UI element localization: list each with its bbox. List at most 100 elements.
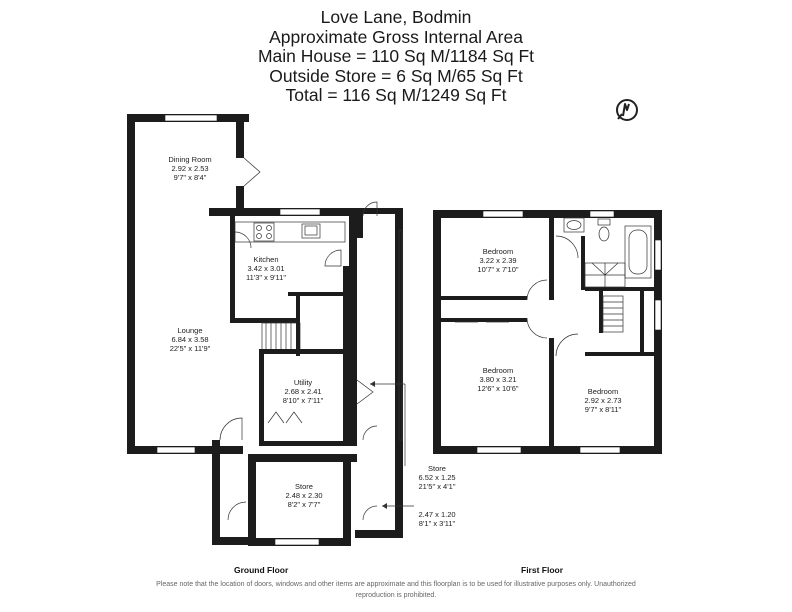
utility-name: Utility	[293, 378, 313, 387]
room-label-store-outside: Store 6.52 x 1.25 21'5" x 4'1"	[410, 464, 464, 491]
main-house-area: Main House = 110 Sq M/1184 Sq Ft	[257, 46, 535, 66]
kitchen-window	[279, 208, 321, 216]
store-ground-metric: 2.48 x 2.30	[285, 491, 323, 500]
room-label-store-ground: Store 2.48 x 2.30 8'2" x 7'7"	[274, 482, 334, 509]
store-outside-metric: 6.52 x 1.25	[418, 473, 456, 482]
bedroom2-door	[526, 317, 548, 339]
kitchen-worktop	[234, 221, 346, 243]
bathroom-window	[589, 210, 615, 218]
bathtub-icon	[624, 225, 652, 279]
dining-name: Dining Room	[168, 155, 212, 164]
cupboard-wall	[599, 291, 603, 333]
bedroom2-imperial: 12'6" x 10'6"	[477, 384, 519, 393]
first-north-wall	[433, 210, 662, 218]
store-small-imperial: 8'1" x 3'11"	[418, 519, 456, 528]
lounge-metric: 6.84 x 3.58	[171, 335, 209, 344]
bedroom1-name: Bedroom	[482, 247, 514, 256]
dining-window	[164, 114, 218, 122]
kitchen-name: Kitchen	[253, 255, 279, 264]
ground-floor-label: Ground Floor	[234, 565, 289, 575]
first-east-wall	[654, 210, 662, 454]
outside-store-door-middle	[362, 425, 378, 441]
first-floor-plan	[433, 210, 662, 454]
bedroom1-metric: 3.22 x 2.39	[479, 256, 517, 265]
bathroom-door	[555, 235, 579, 259]
store-ground-name: Store	[295, 482, 313, 491]
porch-west-wall	[212, 440, 220, 545]
room-label-utility: Utility 2.68 x 2.41 8'10" x 7'11"	[273, 378, 333, 405]
room-label-bedroom2: Bedroom 3.80 x 3.21 12'6" x 10'6"	[468, 366, 528, 393]
kitchen-sink-icon	[301, 223, 321, 239]
kitchen-imperial: 11'3" x 9'11"	[245, 273, 287, 282]
kitchen-south-wall	[230, 318, 300, 323]
store-outside-imperial: 21'5" x 4'1"	[418, 482, 456, 491]
hall-partition	[288, 292, 350, 296]
porch-door	[219, 417, 243, 441]
ground-west-wall	[127, 114, 135, 454]
kitchen-east-wall	[349, 208, 357, 266]
room-label-store-small: 2.47 x 1.20 8'1" x 3'11"	[410, 510, 464, 528]
east-window-upper	[654, 239, 662, 271]
room-label-dining: Dining Room 2.92 x 2.53 9'7" x 8'4"	[160, 155, 220, 182]
area-heading: Approximate Gross Internal Area	[269, 26, 523, 47]
bathroom-south-wall	[585, 287, 654, 291]
hob-icon	[253, 222, 275, 242]
bedroom2-east-wall	[549, 338, 554, 448]
room-label-kitchen: Kitchen 3.42 x 3.01 11'3" x 9'11"	[236, 255, 296, 282]
outside-store-north-wall	[355, 208, 403, 214]
dining-imperial: 9'7" x 8'4"	[173, 173, 207, 182]
kitchen-back-door	[324, 249, 342, 267]
store-outside-name: Store	[428, 464, 446, 473]
store-ground-imperial: 8'2" x 7'7"	[287, 500, 321, 509]
porch-store-door	[227, 501, 247, 521]
bedroom1-south-wall	[441, 296, 527, 300]
bedroom1-east-wall	[549, 218, 554, 300]
store-window	[274, 538, 320, 546]
room-label-bedroom3: Bedroom 2.92 x 2.73 9'7" x 8'11"	[573, 387, 633, 414]
central-spine-wall	[343, 266, 357, 446]
utility-imperial: 8'10" x 7'11"	[282, 396, 324, 405]
store-east-wall	[343, 454, 351, 546]
first-floor-stairs	[584, 262, 626, 333]
store-small-metric: 2.47 x 1.20	[418, 510, 456, 519]
outside-store-west-wall-top	[355, 208, 363, 238]
bedroom1-door	[526, 279, 548, 301]
lounge-window	[156, 446, 196, 454]
landing-east-wall	[640, 291, 644, 353]
kitchen-door	[234, 231, 252, 249]
dining-metric: 2.92 x 2.53	[171, 164, 209, 173]
outside-store-window	[398, 229, 403, 441]
store-west-wall	[248, 454, 256, 546]
utility-north-wall	[259, 349, 355, 354]
first-floor-label: First Floor	[521, 565, 564, 575]
lounge-name: Lounge	[177, 326, 203, 335]
bedroom2-window	[476, 446, 522, 454]
utility-metric: 2.68 x 2.41	[284, 387, 322, 396]
north-arrow-icon	[616, 99, 638, 121]
property-title: Love Lane, Bodmin	[320, 7, 472, 27]
bedroom3-window	[579, 446, 621, 454]
bedroom3-north-wall	[585, 352, 654, 356]
outside-store-door-bottom	[362, 505, 378, 521]
first-west-wall	[433, 210, 441, 454]
total-area: Total = 116 Sq M/1249 Sq Ft	[285, 85, 507, 105]
bedroom1-window	[482, 210, 524, 218]
hall-partition-vertical	[296, 296, 300, 356]
utility-side-door	[356, 379, 374, 405]
utility-double-door	[267, 411, 303, 424]
small-store-pointer-arrowhead	[382, 503, 387, 509]
bedroom3-name: Bedroom	[587, 387, 619, 396]
outside-store-area: Outside Store = 6 Sq M/65 Sq Ft	[269, 65, 523, 86]
outside-store-door-top	[362, 201, 378, 217]
room-label-lounge: Lounge 6.84 x 3.58 22'5" x 11'9"	[160, 326, 220, 353]
east-window-lower	[654, 299, 662, 331]
dining-east-wall-lower	[236, 186, 244, 216]
bedroom2-metric: 3.80 x 3.21	[479, 375, 517, 384]
kitchen-west-wall	[230, 216, 235, 322]
bedroom2-north-wall	[441, 318, 527, 322]
first-south-wall	[433, 446, 662, 454]
disclaimer-text: Please note that the location of doors, …	[156, 581, 636, 599]
bedroom3-imperial: 9'7" x 8'11"	[584, 405, 622, 414]
ground-floor-plan	[127, 114, 414, 546]
